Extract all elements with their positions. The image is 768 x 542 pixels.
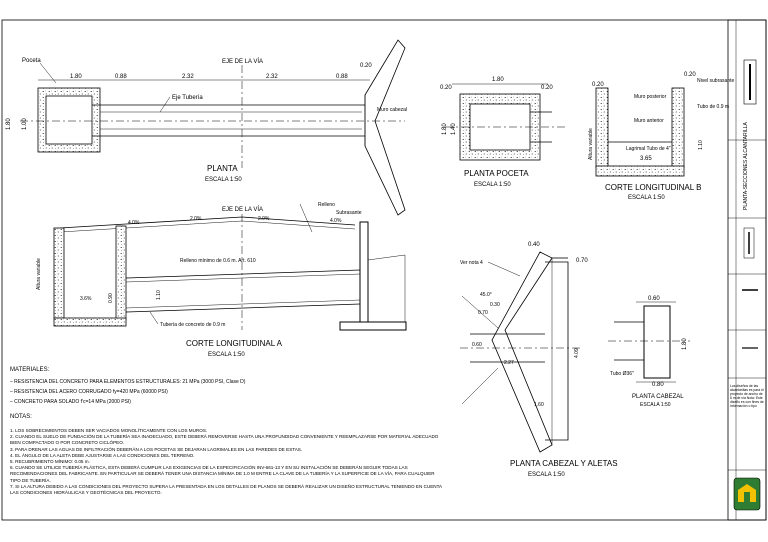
plan-dim-2: 0.88	[115, 74, 127, 80]
plan-tube-label: Eje Tubería	[172, 95, 203, 101]
plan-wall-label: Muro cabezal	[377, 107, 407, 113]
sectb-dim-2: 3.65	[640, 156, 652, 162]
secta-vdim-2: 1.10	[156, 290, 162, 300]
secta-slope-1: 4.0%	[128, 220, 140, 226]
secta-slope-2: 2.0%	[190, 216, 202, 222]
material-item-1: – RESISTENCIA DEL CONCRETO PARA ELEMENTO…	[10, 379, 246, 385]
sectb-title: CORTE LONGITUDINAL B	[605, 183, 701, 192]
sectb-label-4: Nivel subrasante	[697, 78, 734, 84]
sectb-vdim-1: Altura variable	[588, 128, 594, 160]
hws-dim-1: 0.60	[648, 296, 660, 302]
pocet-scale: ESCALA 1:50	[474, 182, 511, 188]
secta-label-1: Relleno	[318, 202, 335, 208]
title-block: PLANTA-SECCIONES ALCANTARILLA Los diseño…	[727, 19, 767, 521]
plan-scale: ESCALA 1:50	[205, 177, 242, 183]
hws-dim-3: 1.80	[682, 338, 688, 350]
secta-vdim-3: 0.90	[108, 293, 114, 303]
hws-scale: ESCALA 1:50	[640, 402, 671, 408]
sectb-label-1: Muro posterior	[634, 94, 667, 100]
plan-pocet-label: Poceta	[22, 58, 41, 64]
note-item: 3. PARA DRENAR LAS AGUAS DE INFILTRACIÓN…	[10, 446, 303, 452]
plan-title: PLANTA	[207, 164, 238, 173]
hw-dim-3: 45.0°	[480, 292, 492, 298]
headwall-plan: Ver nota 4 0.40 0.70 45.0° 0.30 0.70 0.6…	[460, 242, 618, 478]
secta-scale: ESCALA 1:50	[208, 352, 245, 358]
pocet-dim-1: 1.80	[492, 77, 504, 83]
notes-heading: NOTAS:	[10, 414, 32, 420]
section-a: EJE DE LA VÍA Relleno Subrasante 4.0% 2.…	[36, 202, 407, 358]
plan-dim-1: 1.80	[70, 74, 82, 80]
sheet-title: PLANTA-SECCIONES ALCANTARILLA	[743, 121, 749, 210]
secta-slope-3: 2.0%	[258, 216, 270, 222]
sectb-label-3: Lagrimal Tubo de 4"	[626, 146, 671, 152]
secta-title: CORTE LONGITUDINAL A	[186, 339, 283, 348]
hw-title: PLANTA CABEZAL Y ALETAS	[510, 459, 618, 468]
pocet-vdim-2: 1.40	[451, 123, 457, 135]
note-item: 1. LOS SOBRECIMIENTOS DEBEN SER VACIADOS…	[10, 428, 208, 433]
headwall-small-plan: 0.60 1.80 Tubo Ø36" 0.80 PLANTA CABEZAL …	[608, 296, 690, 408]
material-item-3: – CONCRETO PARA SOLADO f'c=14 MPa (2000 …	[10, 399, 131, 405]
secta-label-3: Relleno mínimo de 0.6 m. Art. 610	[180, 258, 256, 264]
hws-dim-2: 0.80	[652, 382, 664, 388]
secta-vdim-1: Altura variable	[36, 258, 42, 290]
secta-axis-label: EJE DE LA VÍA	[222, 206, 263, 213]
hw-scale: ESCALA 1:50	[528, 472, 565, 478]
note-item: 4. EL ÁNGULO DE LA ALETA DEBE AJUSTARSE …	[10, 452, 195, 458]
secta-label-2: Subrasante	[336, 210, 362, 216]
materials-block: MATERIALES: – RESISTENCIA DEL CONCRETO P…	[10, 367, 246, 405]
plan-dim-3: 2.32	[182, 74, 194, 80]
hw-dim-4: 0.30	[490, 302, 500, 308]
notes-list: 1. LOS SOBRECIMIENTOS DEBEN SER VACIADOS…	[10, 428, 445, 496]
pocet-plan: 1.80 0.20 0.20 1.80 1.40 PLANTA POCETA E…	[440, 77, 565, 188]
note-item: 2. CUANDO EL SUELO DE FUNDACIÓN DE LA TU…	[10, 434, 439, 446]
plan-dim-4: 2.32	[266, 74, 278, 80]
sectb-scale: ESCALA 1:50	[628, 195, 665, 201]
pocet-dim-2: 0.20	[440, 85, 452, 91]
hws-title: PLANTA CABEZAL	[632, 394, 684, 400]
sectb-vdim-2: 1.10	[698, 140, 704, 150]
sectb-label-5: Tubo de 0.9 m	[697, 104, 729, 110]
pocet-dim-3: 0.20	[541, 85, 553, 91]
secta-label-4: Tubería de concreto de 0.9 m	[160, 322, 225, 328]
plan-vdim-1: 1.80	[6, 118, 12, 130]
hw-dim-1: 0.40	[528, 242, 540, 248]
pocet-title: PLANTA POCETA	[464, 169, 529, 178]
section-b: 0.20 Muro posterior Muro anterior Lagrim…	[588, 72, 734, 201]
plan-axis-label: EJE DE LA VÍA	[222, 58, 263, 65]
hw-dim-6: 0.60	[472, 342, 482, 348]
sectb-dim-3: 0.20	[684, 72, 696, 78]
secta-slope-4: 4.0%	[330, 218, 342, 224]
title-block-note: Los diseños de las alcantarillas es para…	[730, 384, 764, 408]
pocet-vdim-1: 1.80	[442, 123, 448, 135]
plan-dim-5: 0.88	[336, 74, 348, 80]
note-item: 6. CUANDO SE UTILICE TUBERÍA PLÁSTICA, E…	[10, 465, 435, 483]
note-item: 7. SI LA ALTURA DEBIDO A LAS CONDICIONES…	[10, 483, 442, 496]
hw-dim-7: 2.27	[504, 360, 514, 366]
hw-dim-9: 1.60	[534, 402, 544, 408]
hw-dim-5: 0.70	[478, 310, 488, 316]
institution-logo	[733, 477, 761, 511]
material-item-2: – RESISTENCIA DEL ACERO CORRUGADO fy=420…	[10, 389, 168, 395]
plan-vdim-2: 1.00	[22, 118, 28, 130]
plan-view: EJE DE LA VÍA Poceta 1.80 0.88 2.32 2.32…	[6, 39, 407, 216]
note-item: 5. RECUBRIMIENTO MÍNIMO: 0.05 m.	[10, 459, 90, 465]
hw-label-1: Ver nota 4	[460, 260, 483, 266]
secta-slope-5: 3.6%	[80, 296, 92, 302]
materials-heading: MATERIALES:	[10, 367, 50, 373]
hws-label-1: Tubo Ø36"	[610, 371, 634, 377]
hw-dim-2: 0.70	[576, 258, 588, 264]
sectb-label-2: Muro anterior	[634, 118, 664, 124]
plan-dim-6: 0.20	[360, 63, 372, 69]
notes-block: NOTAS: 1. LOS SOBRECIMIENTOS DEBEN SER V…	[10, 414, 445, 496]
hw-dim-8: 4.09	[574, 348, 580, 358]
sectb-dim-1: 0.20	[592, 82, 604, 88]
